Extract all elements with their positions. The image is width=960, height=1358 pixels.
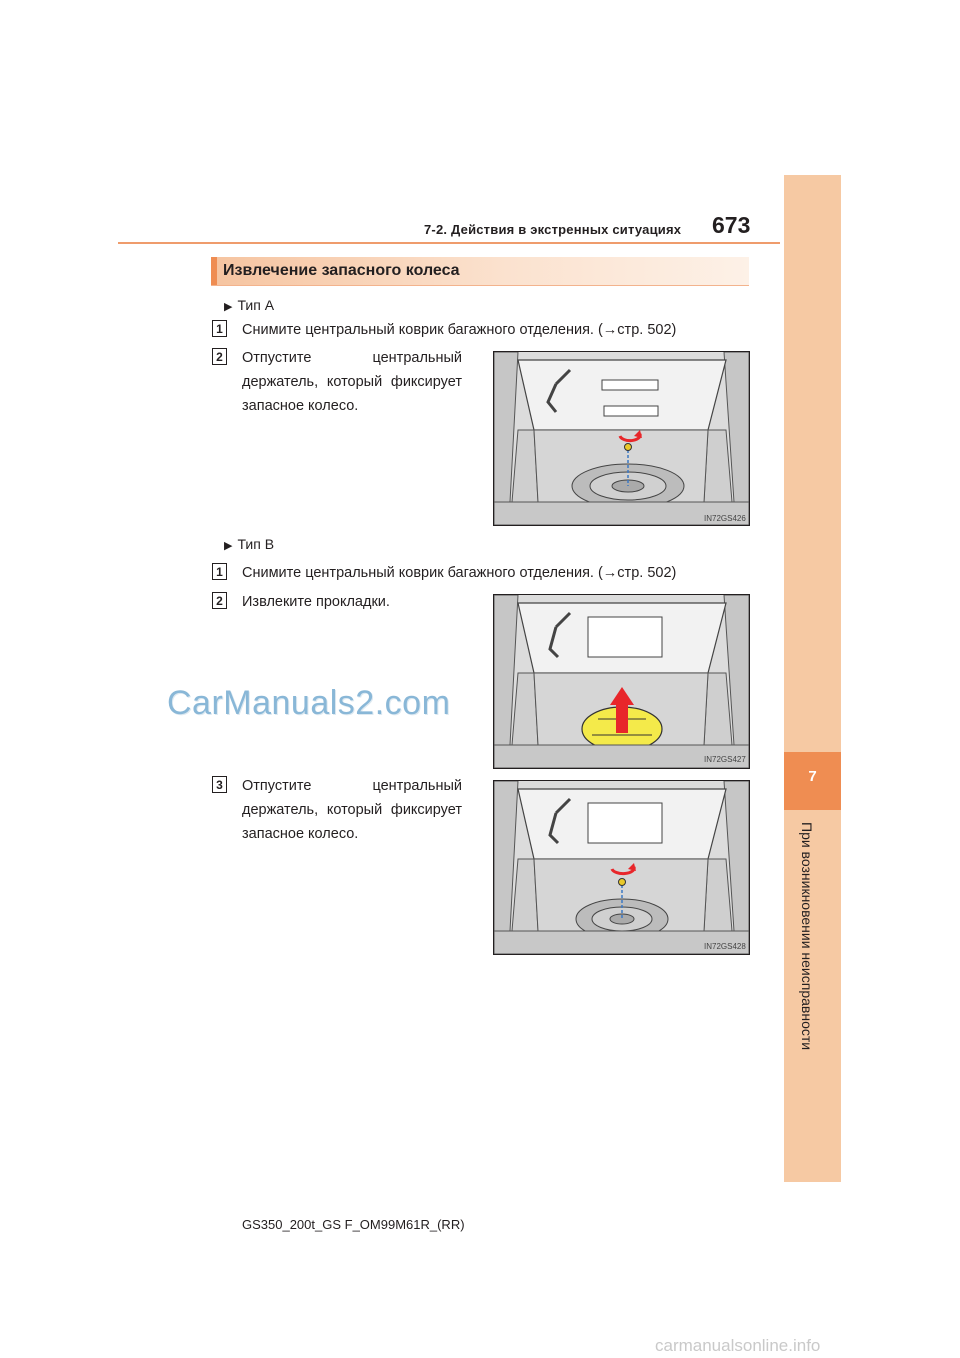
chapter-number: 7 (808, 768, 817, 785)
step-text: Отпустите центральный держатель, который… (242, 350, 462, 414)
section-title-bar (211, 257, 749, 285)
figure-trunk-type-a: IN72GS426 (493, 351, 750, 526)
document-code-footer: GS350_200t_GS F_OM99M61R_(RR) (242, 1217, 465, 1232)
figure-code: IN72GS427 (704, 755, 746, 764)
running-header-section: 7-2. Действия в экстренных ситуациях (424, 222, 682, 237)
step-text: Снимите центральный коврик багажного отд… (242, 322, 677, 338)
chapter-title: При возникновении неисправности (799, 822, 815, 1051)
bottom-watermark: carmanualsonline.info (655, 1336, 821, 1355)
figure-code: IN72GS428 (704, 942, 746, 951)
figure-trunk-type-b-holder: IN72GS428 (493, 780, 750, 955)
trunk-illustration (494, 352, 749, 525)
type-b-label: ▶ Тип B (224, 536, 274, 552)
triangle-bullet-icon: ▶ (224, 301, 233, 313)
figure-code: IN72GS426 (704, 514, 746, 523)
trunk-illustration (494, 595, 749, 768)
figure-trunk-type-b-pads: IN72GS427 (493, 594, 750, 769)
header-divider (118, 242, 780, 244)
chapter-number-tab (784, 752, 841, 810)
chapter-title-vertical: При возникновении неисправности (797, 822, 817, 1082)
step-number-badge: 1 (212, 563, 227, 580)
section-title-underline (211, 285, 749, 286)
section-title: Извлечение запасного колеса (223, 262, 460, 279)
chapter-side-tab (784, 175, 841, 1182)
step-number-badge: 2 (212, 348, 227, 365)
type-b-text: Тип B (237, 536, 275, 552)
step-text: Снимите центральный коврик багажного отд… (242, 565, 677, 581)
trunk-illustration (494, 781, 749, 954)
type-a-text: Тип A (237, 297, 275, 313)
page-number: 673 (712, 212, 751, 238)
triangle-bullet-icon: ▶ (224, 540, 233, 552)
step-text: Извлеките прокладки. (242, 594, 390, 610)
step-number-badge: 3 (212, 776, 227, 793)
step-text: Отпустите центральный держатель, который… (242, 778, 462, 842)
step-number-badge: 2 (212, 592, 227, 609)
site-watermark: CarManuals2.com (167, 684, 451, 722)
section-title-accent (211, 257, 217, 285)
step-number-badge: 1 (212, 320, 227, 337)
type-a-label: ▶ Тип A (224, 297, 274, 313)
